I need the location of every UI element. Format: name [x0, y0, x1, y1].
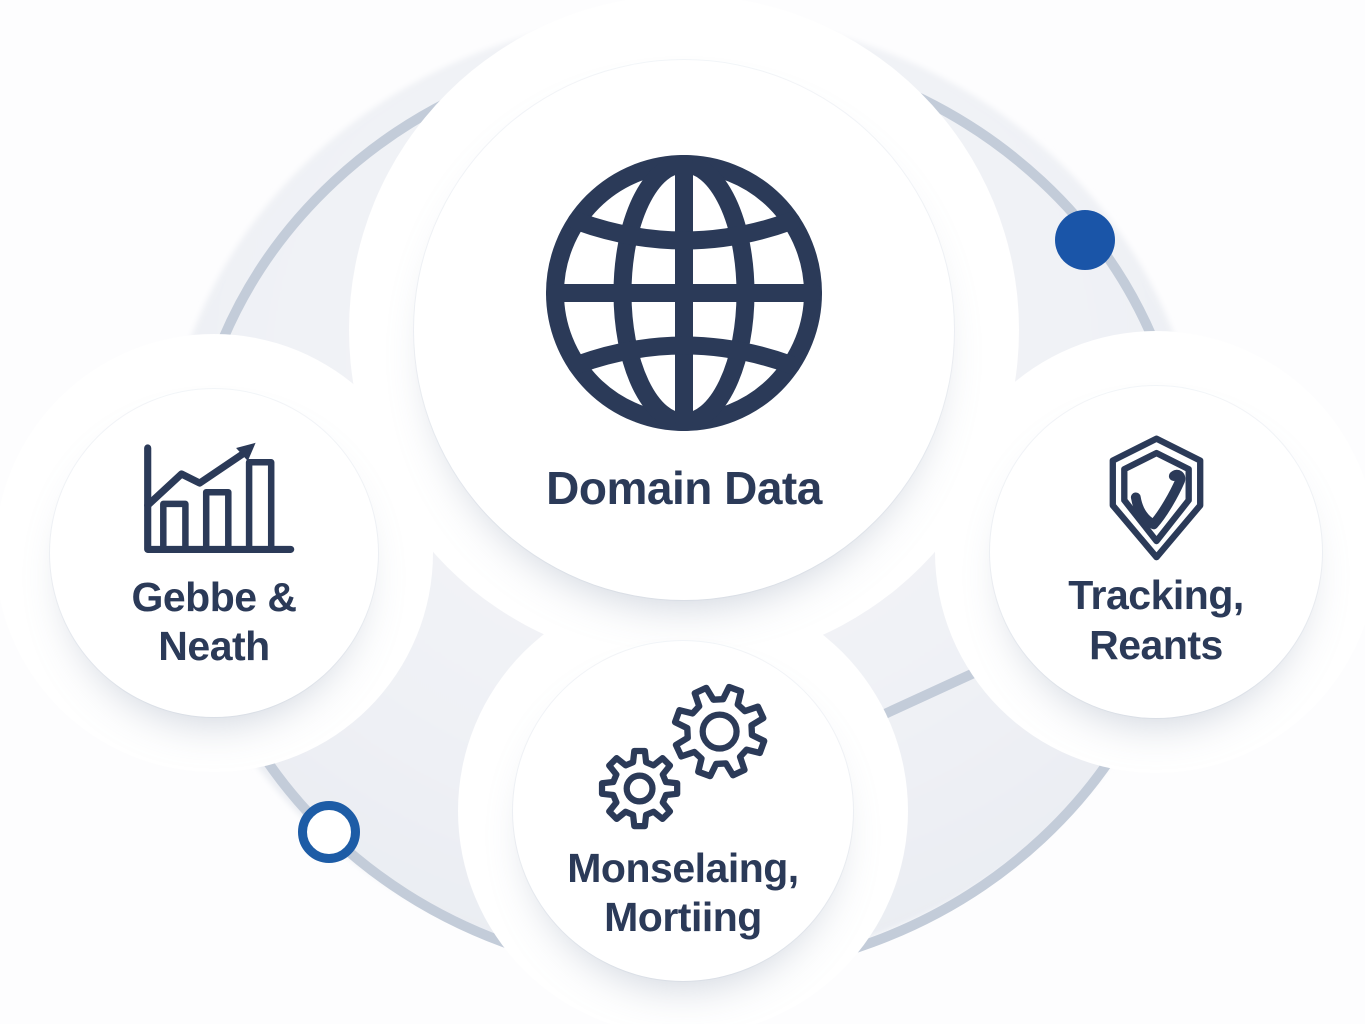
- bottom-node-label-line1: Monselaing,: [567, 844, 799, 891]
- right-node-label: Tracking, Reants: [1068, 571, 1244, 669]
- left-node-label: Gebbe & Neath: [131, 573, 297, 671]
- left-node-label-line1: Gebbe &: [131, 573, 297, 620]
- shield-check-icon: [1099, 434, 1214, 563]
- node-tracking-reants: Tracking, Reants: [990, 386, 1322, 718]
- bottom-node-label: Monselaing, Mortiing: [567, 844, 799, 942]
- bottom-node-label-line2: Mortiing: [604, 894, 762, 940]
- globe-icon: [534, 143, 834, 443]
- left-node-label-line2: Neath: [158, 623, 270, 669]
- node-gebbe-neath: Gebbe & Neath: [50, 389, 378, 717]
- right-node-label-line2: Reants: [1089, 621, 1223, 668]
- node-domain-data: Domain Data: [414, 60, 954, 600]
- orbit-filled-dot-marker: [1055, 210, 1115, 270]
- orbit-outline-dot-marker: [298, 801, 360, 863]
- node-monselaing-mortiing: Monselaing, Mortiing: [513, 641, 853, 981]
- center-node-label: Domain Data: [546, 462, 822, 515]
- gears-icon: [588, 680, 778, 836]
- growth-chart-icon: [129, 435, 299, 565]
- right-node-label-line1: Tracking,: [1068, 572, 1244, 619]
